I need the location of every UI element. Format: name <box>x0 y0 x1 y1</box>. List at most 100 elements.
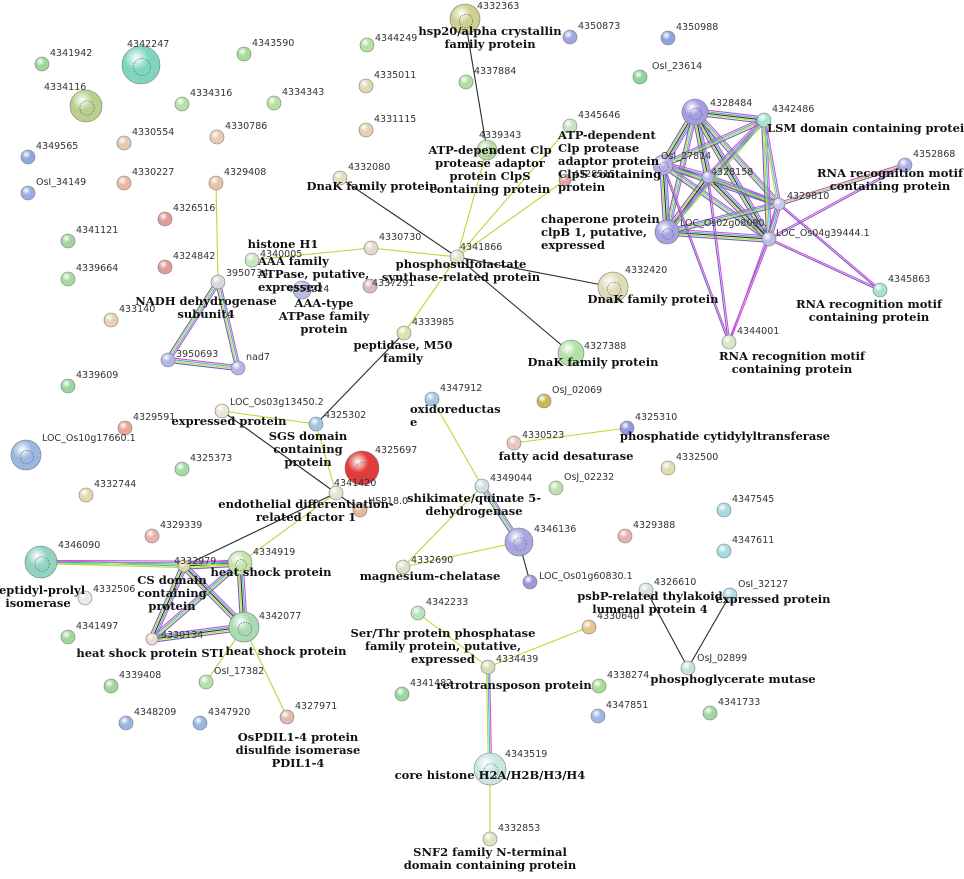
node-4347912[interactable]: 4347912 <box>424 383 482 407</box>
node-circle[interactable] <box>174 96 190 112</box>
node-circle[interactable] <box>562 29 578 45</box>
node-4344001[interactable]: 4344001 <box>721 326 779 350</box>
node-4326610[interactable]: 4326610 <box>638 577 696 598</box>
node-4347851[interactable]: 4347851 <box>590 700 648 724</box>
node-circle[interactable] <box>548 480 564 496</box>
node-4330227[interactable]: 4330227 <box>116 167 174 191</box>
node-circle[interactable] <box>308 416 324 432</box>
node-circle[interactable] <box>449 3 481 35</box>
node-4343590[interactable]: 4343590 <box>236 38 294 62</box>
node-4342233[interactable]: 4342233 <box>410 597 468 621</box>
node-OsI_27814[interactable]: OsI_27814 <box>652 151 711 176</box>
node-4324842[interactable]: 4324842 <box>157 251 215 275</box>
node-circle[interactable] <box>208 175 224 191</box>
node-circle[interactable] <box>20 185 36 201</box>
node-4346090[interactable]: 4346090 <box>24 540 100 579</box>
node-circle[interactable] <box>722 587 738 603</box>
node-LOC_Os01g60830-1[interactable]: LOC_Os01g60830.1 <box>522 571 633 590</box>
node-4329408[interactable]: 4329408 <box>208 167 266 191</box>
node-circle[interactable] <box>121 45 161 85</box>
node-circle[interactable] <box>581 619 597 635</box>
node-4337291[interactable]: 4337291 <box>362 278 414 294</box>
node-circle[interactable] <box>352 502 368 518</box>
node-circle[interactable] <box>660 460 676 476</box>
node-LOC_Os03g13450-2[interactable]: LOC_Os03g13450.2 <box>214 397 324 419</box>
node-circle[interactable] <box>617 528 633 544</box>
node-4352868[interactable]: 4352868 <box>897 149 955 173</box>
node-4345646[interactable]: 4345646 <box>562 110 620 134</box>
node-circle[interactable] <box>77 590 93 606</box>
node-4330640[interactable]: 4330640 <box>581 611 639 635</box>
node-circle[interactable] <box>504 527 534 557</box>
node-4341121[interactable]: 4341121 <box>60 225 118 249</box>
node-OsI_23614[interactable]: OsI_23614 <box>632 61 702 85</box>
node-OsI_17382[interactable]: OsI_17382 <box>198 666 264 690</box>
node-circle[interactable] <box>78 487 94 503</box>
node-circle[interactable] <box>244 252 260 268</box>
node-4343519[interactable]: 4343519 <box>473 749 547 786</box>
node-4329339[interactable]: 4329339 <box>144 520 202 544</box>
node-OsJ_02069[interactable]: OsJ_02069 <box>536 385 602 409</box>
node-circle[interactable] <box>228 611 260 643</box>
node-4341866[interactable]: 4341866 <box>449 242 502 265</box>
node-circle[interactable] <box>506 435 522 451</box>
node-4328484[interactable]: 4328484 <box>681 98 752 126</box>
node-circle[interactable] <box>680 660 696 676</box>
node-circle[interactable] <box>198 674 214 690</box>
node-circle[interactable] <box>558 173 572 187</box>
node-4348209[interactable]: 4348209 <box>118 707 176 731</box>
node-4349044[interactable]: 4349044 <box>474 473 532 494</box>
node-circle[interactable] <box>69 89 103 123</box>
node-4334439[interactable]: 4334439 <box>480 654 538 675</box>
node-circle[interactable] <box>424 391 440 407</box>
node-circle[interactable] <box>591 678 607 694</box>
node-circle[interactable] <box>266 95 282 111</box>
node-4332420[interactable]: 4332420 <box>597 265 667 303</box>
node-circle[interactable] <box>476 139 498 161</box>
node-4332979[interactable]: 4332979 <box>174 556 216 573</box>
node-3950693[interactable]: 3950693 <box>160 349 218 368</box>
node-4333985[interactable]: 4333985 <box>396 317 454 341</box>
node-4329810[interactable]: 4329810 <box>772 191 829 211</box>
node-circle[interactable] <box>116 175 132 191</box>
node-circle[interactable] <box>394 686 410 702</box>
node-circle[interactable] <box>236 46 252 62</box>
node-4341482[interactable]: 4341482 <box>394 678 452 702</box>
node-4328515[interactable]: 4328515 <box>558 169 615 187</box>
node-circle[interactable] <box>359 37 375 53</box>
node-4344249[interactable]: 4344249 <box>359 33 417 53</box>
node-circle[interactable] <box>590 708 606 724</box>
node-circle[interactable] <box>328 485 344 501</box>
node-circle[interactable] <box>716 543 732 559</box>
node-circle[interactable] <box>292 280 312 300</box>
node-circle[interactable] <box>344 450 380 486</box>
node-4341733[interactable]: 4341733 <box>702 697 760 721</box>
node-3950734[interactable]: 3950734 <box>210 268 268 290</box>
node-4349565[interactable]: 4349565 <box>20 141 78 165</box>
node-4330786[interactable]: 4330786 <box>209 121 267 145</box>
node-circle[interactable] <box>60 233 76 249</box>
node-circle[interactable] <box>632 69 648 85</box>
node-4342486[interactable]: 4342486 <box>756 104 814 128</box>
node-circle[interactable] <box>209 129 225 145</box>
node-LOC_Os04g39444-1[interactable]: LOC_Os04g39444.1 <box>761 228 870 247</box>
node-LOC_Os02g08090[interactable]: LOC_Os02g08090. <box>654 218 768 245</box>
node-circle[interactable] <box>716 502 732 518</box>
node-4350873[interactable]: 4350873 <box>562 21 620 45</box>
node-4330134[interactable]: 4330134 <box>145 630 203 646</box>
node-circle[interactable] <box>474 478 490 494</box>
node-circle[interactable] <box>363 240 379 256</box>
node-circle[interactable] <box>160 352 176 368</box>
node-circle[interactable] <box>721 334 737 350</box>
node-4326516[interactable]: 4326516 <box>157 203 215 227</box>
node-4339664[interactable]: 4339664 <box>60 263 118 287</box>
node-4331115[interactable]: 4331115 <box>358 114 416 138</box>
node-4339408[interactable]: 4339408 <box>103 670 161 694</box>
node-circle[interactable] <box>174 461 190 477</box>
node-4334116[interactable]: 4334116 <box>44 82 103 123</box>
node-4346136[interactable]: 4346136 <box>504 524 576 557</box>
node-circle[interactable] <box>60 378 76 394</box>
node-4341942[interactable]: 4341942 <box>34 48 92 72</box>
node-4334343[interactable]: 4334343 <box>266 87 324 111</box>
node-4347611[interactable]: 4347611 <box>716 535 774 559</box>
